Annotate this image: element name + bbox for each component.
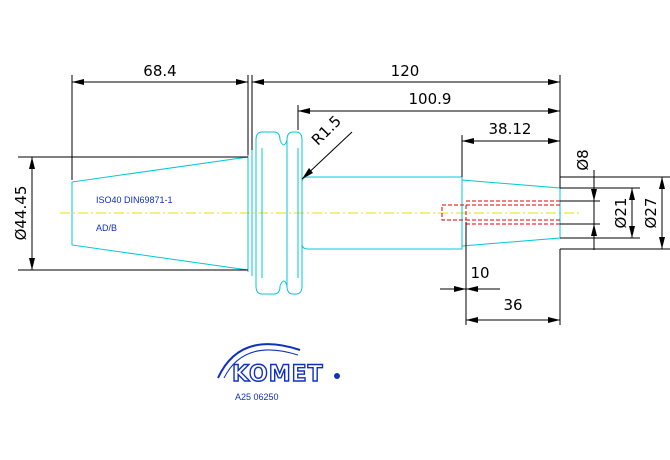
dimension-dia-21-label: Ø21 (612, 198, 630, 229)
tool-holder-outline (71, 131, 561, 295)
taper-outline (71, 156, 249, 271)
komet-logo: KOMET A25 06250 (217, 343, 340, 402)
logo-text: KOMET (232, 362, 324, 387)
dimension-dia-8: Ø8 (560, 149, 600, 250)
dimension-68-4: 68.4 (71, 62, 249, 180)
dimension-dia-27: Ø27 (560, 176, 670, 250)
nose-outline (461, 179, 561, 247)
dimension-dia-8-label: Ø8 (574, 149, 592, 170)
dimension-10-label: 10 (470, 264, 489, 282)
dimension-100-9: 100.9 (297, 90, 560, 130)
dimension-dia-21: Ø21 (560, 187, 640, 239)
part-number: A25 06250 (235, 392, 279, 402)
standard-note: ISO40 DIN69871-1 (96, 195, 173, 205)
flange-outline (251, 131, 303, 295)
dimension-36-label: 36 (503, 296, 522, 314)
dimension-120-label: 120 (391, 62, 420, 80)
dimension-dia-44-45-label: Ø44.45 (12, 186, 30, 241)
dimension-38-12-label: 38.12 (489, 120, 532, 138)
dimension-100-9-label: 100.9 (409, 90, 452, 108)
radius-r1-5: R1.5 (301, 112, 353, 180)
hidden-bore (441, 200, 560, 225)
dimension-38-12: 38.12 (461, 120, 560, 177)
logo-registered-icon (334, 373, 340, 379)
logo-arc-icon (217, 343, 301, 379)
dimension-36: 36 (465, 249, 561, 325)
dimension-10: 10 (440, 222, 500, 295)
form-note: AD/B (96, 223, 117, 233)
dimension-120: 120 (251, 62, 561, 188)
dimension-dia-44-45: Ø44.45 (12, 156, 248, 271)
dimension-dia-27-label: Ø27 (642, 198, 660, 229)
dimension-68-4-label: 68.4 (143, 62, 176, 80)
